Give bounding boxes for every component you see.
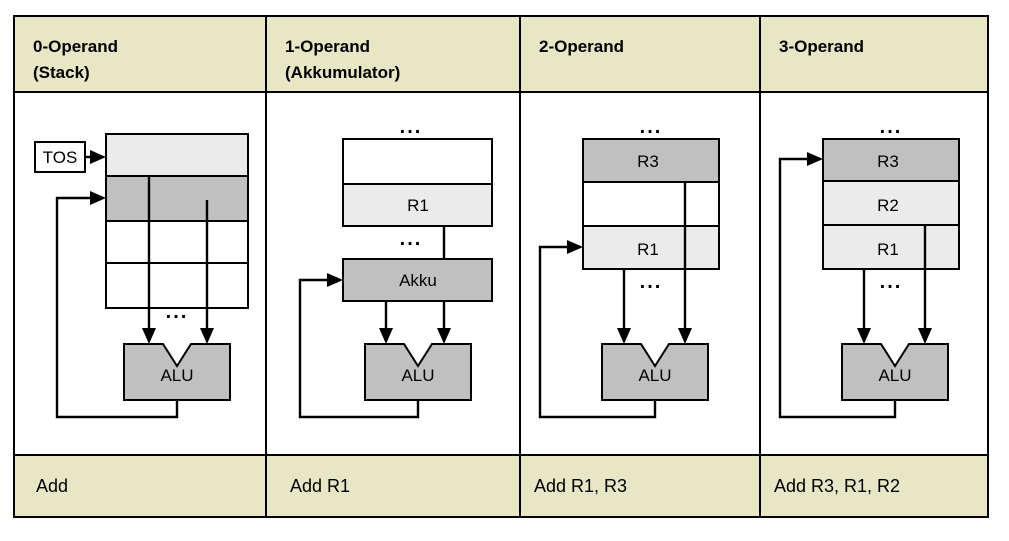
register-cell-r3-fill [823, 139, 959, 181]
alu-feedback-arrowhead [327, 273, 343, 287]
stack-cell-second-fill [106, 176, 248, 221]
register-file-top-ellipsis: ... [400, 116, 423, 138]
stack-ellipsis: ... [166, 301, 189, 323]
register-file-grid [582, 138, 720, 270]
instruction-label-1-operand: Add R1 [290, 476, 350, 496]
register-file-top-ellipsis: ... [880, 116, 903, 138]
col-1-operand-diagram: ... R1 ... Akku ALU [298, 116, 493, 419]
register-cell-r2-fill [823, 181, 959, 225]
register-operand-arrowhead-left [617, 328, 631, 344]
alu-result-feedback-path [298, 278, 420, 419]
register-file-grid [342, 138, 493, 227]
stack-operand-arrowhead-left [142, 328, 156, 344]
col-3-operand-diagram: ... R3 R2 R1 ... ALU [778, 116, 960, 419]
alu-label: ALU [160, 366, 193, 385]
instruction-label-0-operand: Add [36, 476, 68, 496]
alu-block [364, 343, 472, 401]
instruction-label-3-operand: Add R3, R1, R2 [774, 476, 900, 496]
register-cell-r1-fill [343, 184, 492, 226]
header-cell-1-operand-bg [266, 16, 520, 92]
header-title-1-operand-line2: (Akkumulator) [285, 63, 400, 82]
register-label-r1: R1 [877, 240, 899, 259]
alu-result-feedback-path [55, 196, 179, 419]
register-cell-r1-fill [823, 225, 959, 269]
alu-feedback-polyline [298, 278, 420, 419]
alu-block [841, 343, 949, 401]
alu-result-feedback-path [538, 245, 657, 419]
register-file-bottom-ellipsis: ... [880, 271, 903, 293]
stack-cell-third-fill [106, 221, 248, 263]
alu-feedback-polyline [55, 196, 179, 419]
tos-pointer-box [34, 141, 86, 173]
header-title-0-operand-line1: 0-Operand [33, 37, 118, 56]
instruction-cell-3-operand-bg [760, 455, 988, 517]
instruction-cell-2-operand-bg [520, 455, 760, 517]
tos-pointer-arrowhead [90, 150, 106, 164]
stack-grid [105, 133, 249, 309]
header-title-0-operand-line2: (Stack) [33, 63, 90, 82]
header-cell-3-operand-bg [760, 16, 988, 92]
register-file-border [342, 138, 493, 227]
header-cell-2-operand-bg [520, 16, 760, 92]
register-operand-feed-lines [862, 225, 927, 330]
col-0-operand-diagram: ... TOS ALU [34, 133, 249, 419]
register-cell-empty-fill [343, 139, 492, 184]
tos-pointer-label: TOS [43, 148, 78, 167]
register-label-r3: R3 [637, 152, 659, 171]
stack-operand-arrowhead-right [200, 328, 214, 344]
alu-feedback-arrowhead [90, 191, 106, 205]
accumulator-label: Akku [399, 271, 437, 290]
register-label-r3: R3 [877, 152, 899, 171]
header-title-3-operand-line1: 3-Operand [779, 37, 864, 56]
register-file-top-ellipsis: ... [640, 116, 663, 138]
alu-feedback-arrowhead [567, 240, 583, 254]
register-operand-arrowhead-left [857, 328, 871, 344]
register-file-grid [822, 138, 960, 270]
header-title-1-operand-line1: 1-Operand [285, 37, 370, 56]
register-file-border [582, 138, 720, 270]
header-row [14, 16, 988, 92]
instruction-label-2-operand: Add R1, R3 [534, 476, 627, 496]
register-cell-empty-fill [583, 182, 719, 226]
register-label-r2: R2 [877, 196, 899, 215]
alu-block [123, 343, 231, 401]
register-operand-feed-lines [622, 182, 687, 330]
stack-cell-fourth-fill [106, 263, 248, 308]
alu-label: ALU [878, 366, 911, 385]
instruction-row [14, 455, 988, 517]
register-file-border [822, 138, 960, 270]
table-grid [13, 15, 989, 518]
register-operand-arrowhead-right [678, 328, 692, 344]
register-cell-r3-fill [583, 139, 719, 182]
alu-block [601, 343, 709, 401]
stack-cell-tos-fill [106, 134, 248, 176]
register-operand-arrowhead-right [918, 328, 932, 344]
alu-feedback-polyline [778, 157, 897, 419]
register-r1-operand-arrowhead [437, 328, 451, 344]
alu-label: ALU [638, 366, 671, 385]
register-label-r1: R1 [637, 240, 659, 259]
alu-feedback-arrowhead [807, 152, 823, 166]
col-2-operand-diagram: ... R3 R1 ... ALU [538, 116, 720, 419]
accumulator-to-alu-arrowhead [379, 328, 393, 344]
table-outer-border [13, 15, 989, 518]
alu-result-feedback-path [778, 157, 897, 419]
header-cell-0-operand-bg [14, 16, 266, 92]
register-file-bottom-ellipsis: ... [640, 271, 663, 293]
register-cell-r1-fill [583, 226, 719, 269]
header-title-2-operand-line1: 2-Operand [539, 37, 624, 56]
alu-feedback-polyline [538, 245, 657, 419]
instruction-cell-0-operand-bg [14, 455, 266, 517]
instruction-cell-1-operand-bg [266, 455, 520, 517]
alu-label: ALU [401, 366, 434, 385]
register-file-bottom-ellipsis: ... [400, 228, 423, 250]
register-label-r1: R1 [407, 196, 429, 215]
